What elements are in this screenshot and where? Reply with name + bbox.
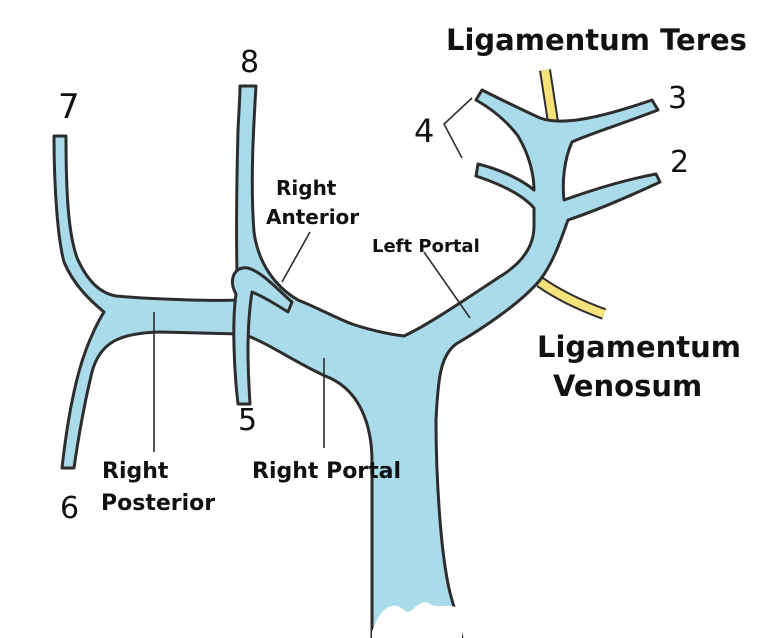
- segment-label-8: 8: [240, 45, 259, 80]
- ligamentum-teres-fill: [541, 69, 557, 123]
- ligamentum-venosum-fill: [537, 278, 606, 318]
- leader-segment-4: [443, 97, 473, 159]
- label-right-posterior-line2: Posterior: [101, 491, 215, 516]
- segment-label-6: 6: [60, 491, 79, 526]
- ligamentum-teres-band: [539, 69, 559, 123]
- label-right-anterior-line1: Right: [276, 176, 337, 200]
- segment-5-branch: [231, 266, 294, 406]
- label-right-anterior-line2: Anterior: [266, 205, 359, 229]
- segment-label-3: 3: [668, 81, 687, 116]
- label-ligamentum-venosum-line2: Venosum: [553, 369, 702, 403]
- segment-label-7: 7: [58, 87, 80, 127]
- label-ligamentum-venosum-line1: Ligamentum: [537, 330, 741, 364]
- ligamentum-venosum-band: [536, 277, 607, 320]
- label-ligamentum-teres: Ligamentum Teres: [446, 23, 747, 57]
- segment-label-5: 5: [238, 403, 257, 438]
- label-right-portal: Right Portal: [252, 459, 401, 484]
- leader-right-anterior: [281, 231, 311, 283]
- trunk-torn-edge: [372, 602, 462, 638]
- segment-label-2: 2: [670, 145, 689, 180]
- segment-label-4: 4: [414, 112, 434, 150]
- label-left-portal: Left Portal: [372, 236, 480, 257]
- leader-left-portal: [423, 251, 471, 319]
- label-right-posterior-line1: Right: [102, 459, 169, 484]
- portal-vein-tree: [52, 84, 662, 638]
